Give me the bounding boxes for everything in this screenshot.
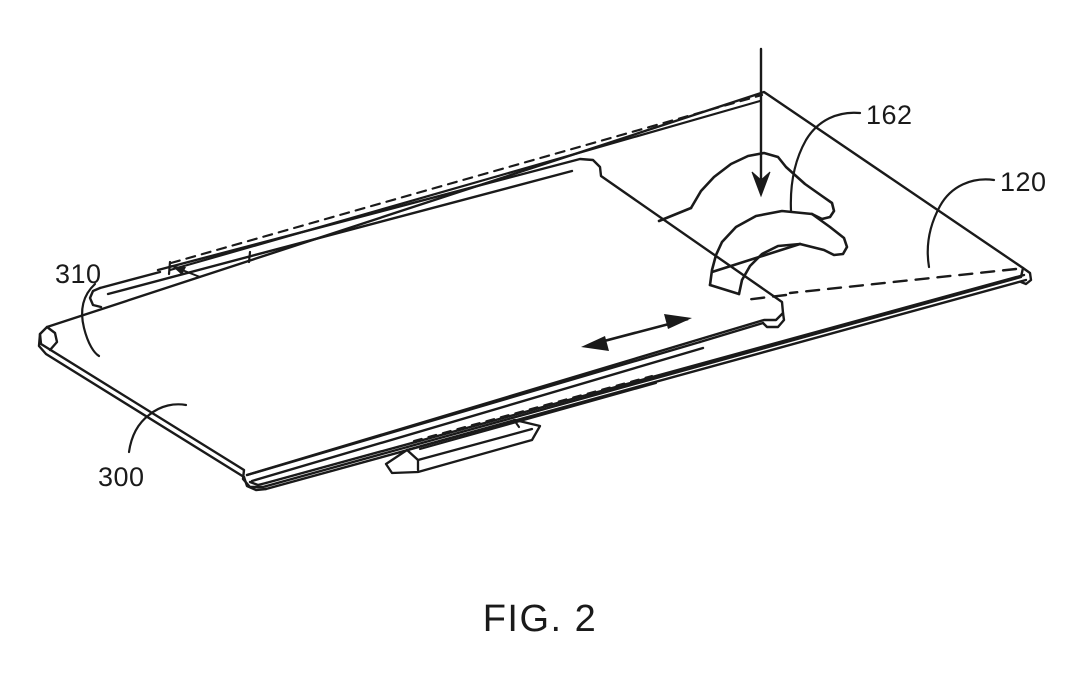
flap-upper-lobe	[689, 151, 836, 287]
lower-plate-hidden-edge-right-2	[742, 293, 788, 302]
lower-plate-right-corner-thickness	[1019, 266, 1033, 286]
upper-plate-front-edge	[245, 340, 702, 477]
upper-plate-slot-left-cap	[167, 260, 172, 276]
lower-plate-bottom-left-corner	[242, 475, 268, 492]
leader-line-300	[127, 403, 188, 454]
upper-plate-right-lower-edge	[698, 321, 765, 344]
upper-plate-slot-tick	[247, 250, 252, 264]
slide-arrow-head-left	[581, 336, 609, 351]
upper-plate-front-edge-lower	[250, 346, 705, 483]
raised-flexed-flap	[657, 151, 849, 296]
reference-label-310: 310	[55, 259, 102, 289]
upper-plate-crease-line	[106, 169, 574, 296]
leader-line-310	[81, 282, 101, 358]
upper-plate-top-face	[156, 157, 785, 477]
lower-plate-bottom-left-corner-inner	[248, 480, 268, 487]
lower-plate-top-face	[38, 90, 1025, 489]
leader-lines	[81, 111, 996, 454]
flap-crease-diagonal	[710, 242, 802, 274]
slide-arrow-head-right	[664, 314, 692, 329]
lower-plate-front-thickness-2	[264, 273, 1026, 485]
lower-plate-left-thickness	[37, 332, 246, 479]
upper-plate-back-edge	[98, 270, 162, 290]
upper-sliding-plate	[88, 93, 786, 483]
leader-line-120	[926, 178, 996, 269]
figure-caption: FIG. 2	[482, 598, 598, 640]
upper-plate-slot-solid-edge	[168, 99, 762, 272]
lower-plate	[37, 90, 1033, 492]
tab-seam	[512, 418, 521, 429]
press-down-arrow-head	[751, 171, 771, 198]
reference-label-120: 120	[1000, 167, 1047, 197]
reference-label-300: 300	[98, 462, 145, 492]
press-down-arrow	[751, 47, 771, 198]
leader-line-162	[789, 111, 862, 213]
flap-root-left	[657, 206, 693, 223]
slot-dimension-arrow-head	[172, 266, 186, 275]
upper-plate-right-thickness	[761, 311, 786, 329]
upper-plate-slot-dashed-edge	[169, 93, 764, 265]
lower-plate-left-corner-inner	[45, 325, 59, 352]
protruding-tab	[384, 374, 658, 475]
slide-direction-arrow	[581, 314, 692, 351]
lower-plate-hidden-edge-right	[788, 267, 1018, 295]
lower-plate-front-thickness	[264, 278, 1028, 491]
flap-lower-lobe	[737, 212, 849, 296]
upper-plate-left-rounded-end	[88, 286, 103, 309]
flap-crease-left	[708, 283, 741, 296]
reference-label-162: 162	[866, 100, 913, 130]
tab-outline	[384, 418, 542, 475]
tab-top-solid	[418, 381, 658, 451]
tab-top-dashed	[412, 374, 654, 443]
